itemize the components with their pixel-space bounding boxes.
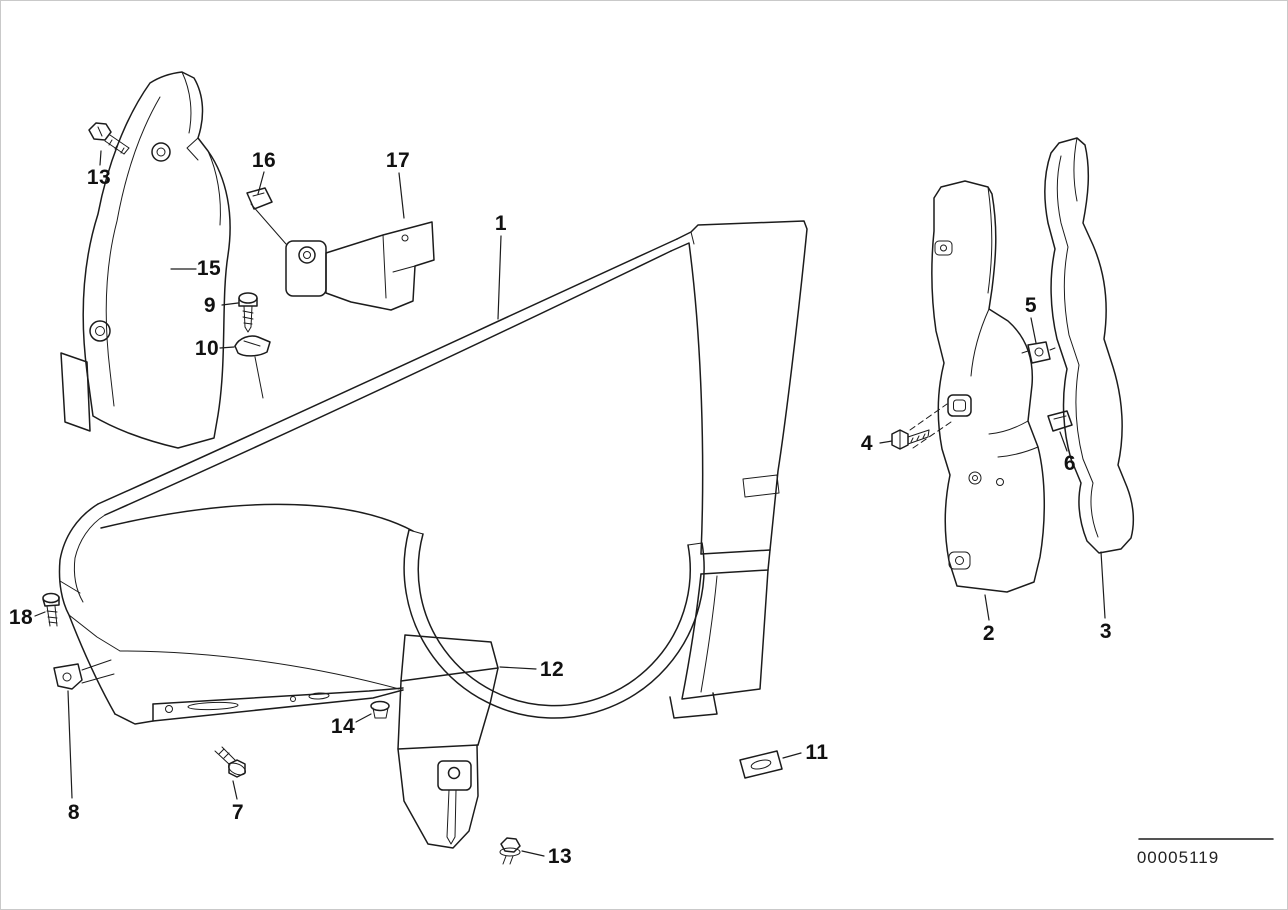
callout-13-upper: 13 bbox=[86, 166, 112, 189]
callout-1: 1 bbox=[494, 212, 508, 235]
part-7-screw bbox=[214, 746, 246, 778]
callout-17: 17 bbox=[385, 149, 411, 172]
callout-12: 12 bbox=[539, 658, 565, 681]
part-13-screw-lower bbox=[499, 837, 521, 865]
callout-5: 5 bbox=[1024, 294, 1038, 317]
part-2-support-panel bbox=[909, 180, 1046, 593]
part-4-screw bbox=[891, 429, 930, 450]
part-17-bracket bbox=[285, 221, 435, 311]
part-13-screw-upper bbox=[88, 122, 130, 155]
callout-14: 14 bbox=[330, 715, 356, 738]
callout-11: 11 bbox=[805, 741, 829, 764]
part-16-clip bbox=[246, 187, 287, 245]
part-1-front-fender bbox=[58, 220, 808, 725]
callout-9: 9 bbox=[203, 294, 217, 317]
part-5-clip bbox=[1021, 341, 1056, 364]
callout-leader-lines bbox=[34, 150, 1106, 857]
part-12-cover bbox=[397, 634, 499, 849]
callout-16: 16 bbox=[251, 149, 277, 172]
part-18-screw bbox=[42, 592, 60, 627]
callout-10: 10 bbox=[194, 337, 220, 360]
callout-13-lower: 13 bbox=[547, 845, 573, 868]
callout-7: 7 bbox=[231, 801, 245, 824]
callout-18: 18 bbox=[8, 606, 34, 629]
drawing-number: 00005119 bbox=[1136, 848, 1220, 867]
callout-6: 6 bbox=[1063, 452, 1077, 475]
part-14-grommet bbox=[370, 700, 390, 719]
part-6-clip bbox=[1047, 410, 1073, 432]
part-15-wheelhouse-cover bbox=[60, 71, 231, 449]
part-11-plate bbox=[739, 750, 783, 779]
callout-3: 3 bbox=[1099, 620, 1113, 643]
part-3-gasket bbox=[1044, 137, 1135, 554]
callout-4: 4 bbox=[860, 432, 874, 455]
part-9-screw bbox=[238, 292, 258, 333]
callout-8: 8 bbox=[67, 801, 81, 824]
callout-15: 15 bbox=[196, 257, 222, 280]
callout-2: 2 bbox=[982, 622, 996, 645]
part-8-clip bbox=[53, 659, 115, 690]
part-10-clip bbox=[234, 335, 271, 399]
